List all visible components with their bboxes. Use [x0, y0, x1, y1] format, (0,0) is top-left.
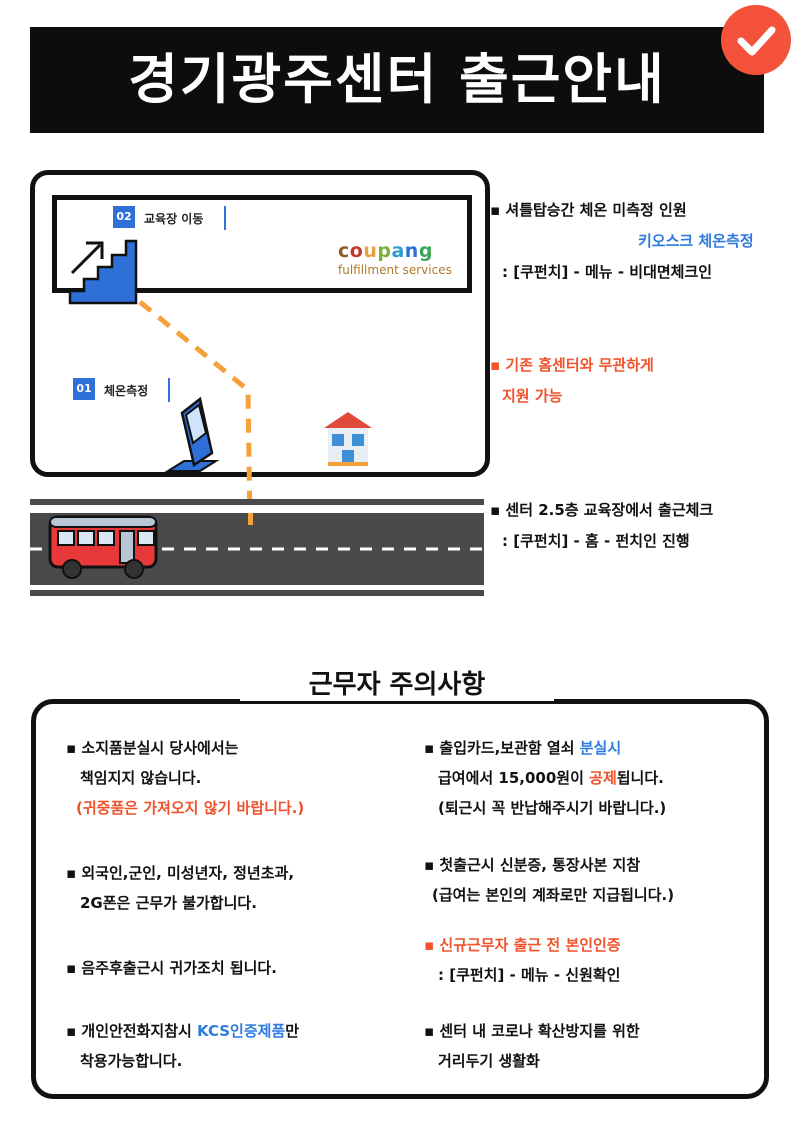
item-line: 개인안전화지참시 — [81, 1022, 198, 1040]
item-line: 출입카드,보관함 열쇠 — [439, 739, 580, 757]
kiosk-icon — [164, 396, 220, 472]
checkin-note: ▪ 센터 2.5층 교육장에서 출근체크 — [490, 499, 713, 520]
step-badge-01: 01 — [73, 378, 95, 400]
item-line: 만 — [285, 1022, 300, 1040]
stairs-icon — [68, 239, 138, 305]
item-line: 급여에서 15,000원이 — [438, 769, 590, 787]
deduction-highlight: 공제 — [589, 769, 617, 787]
item-line: 음주후출근시 귀가조치 됩니다. — [81, 959, 277, 977]
precautions-box — [31, 699, 769, 1099]
shuttle-note: ▪ 셔틀탑승간 체온 미측정 인원 — [490, 199, 687, 220]
support-note: ▪ 기존 홈센터와 무관하게 — [490, 354, 654, 375]
coupang-logo: coupang fulfillment services — [338, 240, 460, 277]
precaution-card-loss: ▪ 출입카드,보관함 열쇠 분실시 급여에서 15,000원이 공제됩니다. (… — [424, 733, 754, 823]
precaution-drinking: ▪ 음주후출근시 귀가조치 됩니다. — [66, 959, 277, 977]
item-line-warning: (귀중품은 가져오지 않기 바랍니다.) — [76, 799, 305, 817]
item-line: 첫출근시 신분증, 통장사본 지참 — [439, 856, 641, 874]
item-line: 책임지지 않습니다. — [80, 769, 202, 787]
guardhouse-icon — [324, 412, 372, 466]
logo-subtitle: fulfillment services — [338, 263, 452, 277]
check-badge — [721, 5, 791, 75]
item-line: 착용가능합니다. — [80, 1052, 183, 1070]
precaution-eligibility: ▪ 외국인,군인, 미성년자, 정년초과, 2G폰은 근무가 불가합니다. — [66, 858, 396, 918]
step-divider — [224, 206, 226, 230]
bullet: ▪ — [490, 501, 506, 519]
kcs-highlight: KCS인증제품 — [197, 1022, 286, 1040]
kiosk-path: : [쿠펀치] - 메뉴 - 비대면체크인 — [502, 263, 713, 281]
item-line: : [쿠펀치] - 메뉴 - 신원확인 — [438, 966, 621, 984]
precaution-distancing: ▪ 센터 내 코로나 확산방지를 위한 거리두기 생활화 — [424, 1016, 754, 1076]
page-title: 경기광주센터 출근안내 — [128, 48, 666, 111]
step-label-temperature: 체온측정 — [104, 384, 149, 398]
precaution-documents: ▪ 첫출근시 신분증, 통장사본 지참 (급여는 본인의 계좌로만 지급됩니다.… — [424, 850, 754, 910]
kiosk-note: 키오스크 체온측정 — [638, 232, 754, 250]
item-line: (급여는 본인의 계좌로만 지급됩니다.) — [432, 886, 675, 904]
support-note-line2: 지원 가능 — [502, 387, 563, 405]
shuttle-note-line1: 셔틀탑승간 체온 미측정 인원 — [505, 201, 687, 219]
precaution-lost-items: ▪ 소지품분실시 당사에서는 책임지지 않습니다. (귀중품은 가져오지 않기 … — [66, 733, 396, 823]
step-label-move: 교육장 이동 — [144, 212, 204, 226]
step-divider — [168, 378, 170, 402]
bus-icon — [48, 515, 158, 579]
precautions-title: 근무자 주의사항 — [240, 664, 554, 701]
bullet: ▪ — [490, 356, 506, 374]
item-line: (퇴근시 꼭 반납해주시기 바랍니다.) — [438, 799, 667, 817]
logo-wordmark: coupang — [338, 240, 433, 262]
item-line: 외국인,군인, 미성년자, 정년초과, — [81, 864, 295, 882]
bullet: ▪ — [490, 201, 506, 219]
loss-highlight: 분실시 — [579, 739, 622, 757]
item-line-warning: 신규근무자 출근 전 본인인증 — [439, 936, 621, 954]
item-line: 됩니다. — [616, 769, 664, 787]
step-badge-02: 02 — [113, 206, 135, 228]
check-icon — [737, 26, 776, 56]
support-note-line1: 기존 홈센터와 무관하게 — [505, 356, 654, 374]
item-line: 센터 내 코로나 확산방지를 위한 — [439, 1022, 640, 1040]
item-line: 거리두기 생활화 — [438, 1052, 540, 1070]
item-line: 2G폰은 근무가 불가합니다. — [80, 894, 257, 912]
item-line: 소지품분실시 당사에서는 — [81, 739, 239, 757]
precaution-safety-shoes: ▪ 개인안전화지참시 KCS인증제품만 착용가능합니다. — [66, 1016, 396, 1076]
checkin-path: : [쿠펀치] - 홈 - 펀치인 진행 — [502, 532, 690, 550]
title-banner — [30, 27, 764, 133]
precaution-identity: ▪ 신규근무자 출근 전 본인인증 : [쿠펀치] - 메뉴 - 신원확인 — [424, 930, 754, 990]
checkin-note-line1: 센터 2.5층 교육장에서 출근체크 — [505, 501, 714, 519]
